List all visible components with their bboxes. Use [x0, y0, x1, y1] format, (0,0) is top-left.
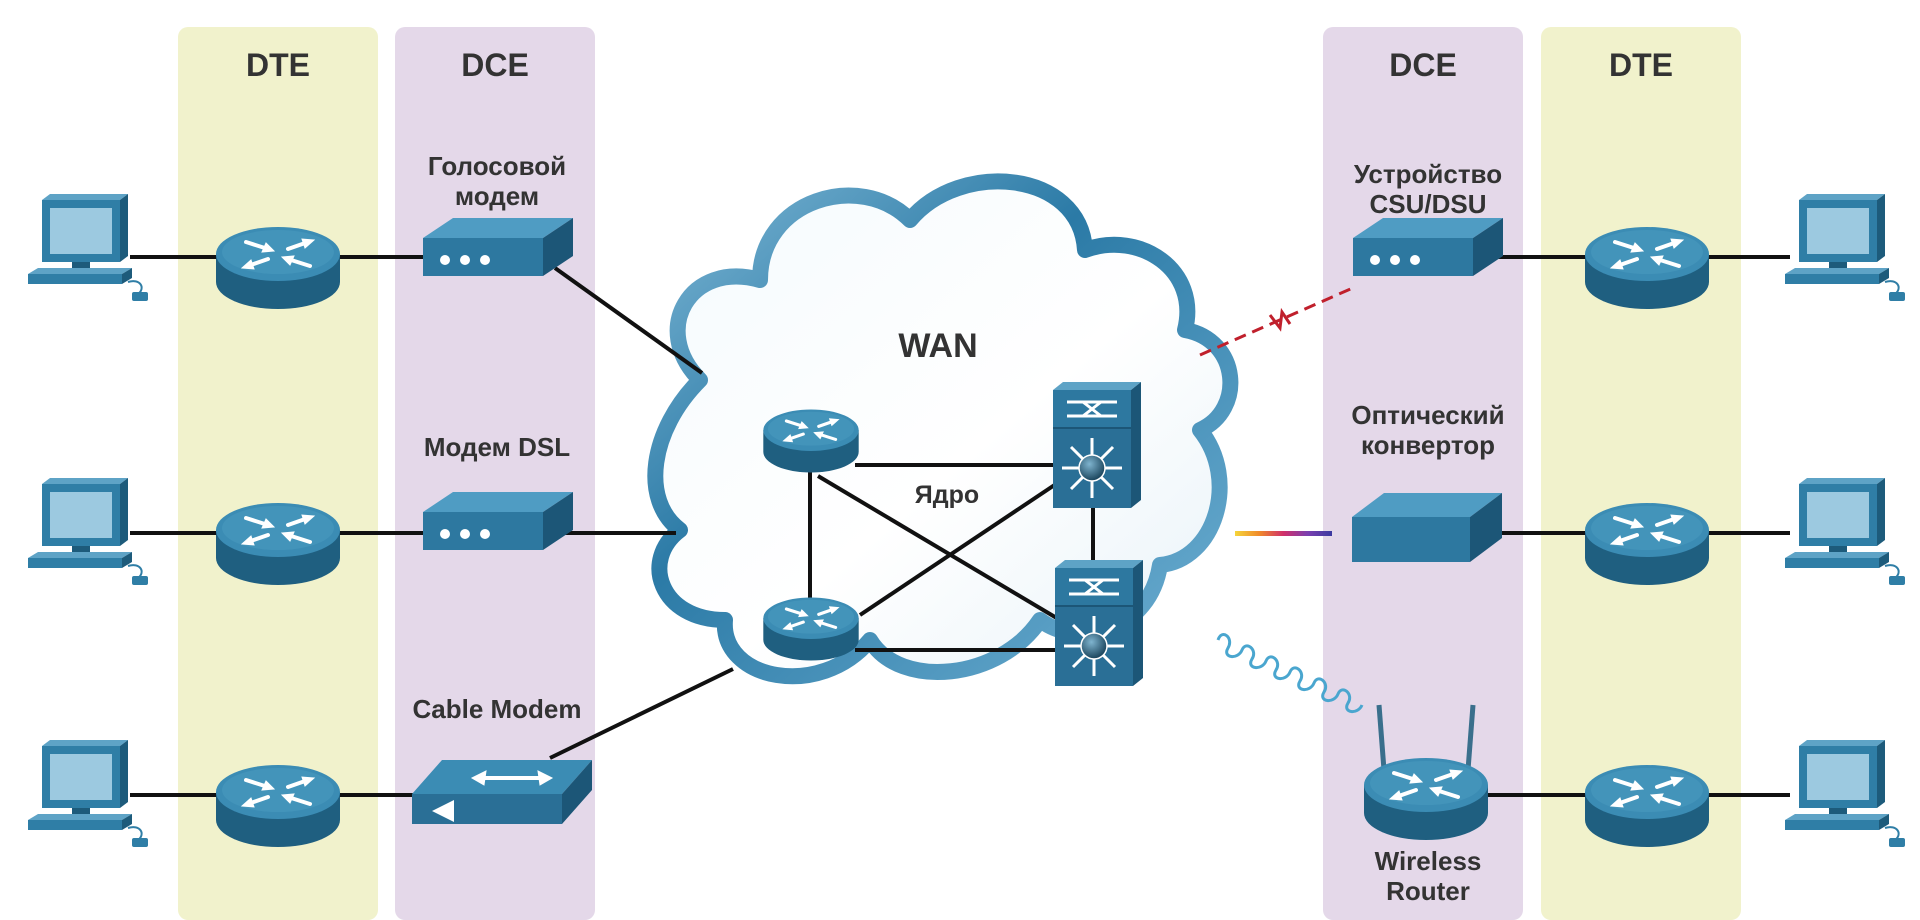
- right-dte-title: DTE: [1609, 47, 1673, 83]
- router-icon: [761, 595, 861, 663]
- computer-icon: [1784, 739, 1906, 848]
- router-icon: [761, 407, 861, 475]
- link-cable-modem-wan: [549, 667, 734, 760]
- multilayer-switch-icon: [1051, 380, 1143, 510]
- router-icon: [214, 501, 342, 587]
- csu-dsu-label-line1: Устройство: [1354, 159, 1502, 189]
- core-label: Ядро: [915, 481, 979, 509]
- computer-icon: [27, 193, 149, 302]
- modem-icon: [423, 492, 573, 550]
- wireless-link: [1216, 633, 1364, 713]
- multilayer-switch-icon: [1053, 558, 1145, 688]
- core-link-r2-s1: [858, 478, 1064, 617]
- wireless-router-label-line2: Router: [1386, 876, 1470, 906]
- connection-lines: [130, 255, 1790, 797]
- optical-label-line2: конвертор: [1361, 430, 1495, 460]
- computer-icon: [1784, 193, 1906, 302]
- voice-modem-label-line1: Голосовой: [428, 151, 566, 181]
- csu-dsu-link-break: [1268, 307, 1292, 332]
- wireless-router-label-line1: Wireless: [1375, 846, 1482, 876]
- dsl-modem-label: Модем DSL: [424, 432, 570, 462]
- optical-link: [1235, 531, 1332, 536]
- computer-icon: [1784, 477, 1906, 586]
- left-dce-title: DCE: [461, 47, 529, 83]
- cable-modem-label: Cable Modem: [412, 694, 581, 724]
- link-voice-modem-wan: [553, 266, 704, 375]
- wireless-router-icon: [1362, 704, 1490, 842]
- optical-label-line1: Оптический: [1351, 400, 1504, 430]
- wan-cloud-icon: [647, 173, 1239, 685]
- csu-dsu-label-line2: CSU/DSU: [1369, 189, 1486, 219]
- router-icon: [1583, 225, 1711, 311]
- optical-converter-icon: [1352, 493, 1502, 562]
- right-dce-title: DCE: [1389, 47, 1457, 83]
- left-dte-title: DTE: [246, 47, 310, 83]
- router-icon: [1583, 501, 1711, 587]
- router-icon: [1583, 763, 1711, 849]
- wan-title: WAN: [898, 327, 977, 365]
- router-icon: [214, 225, 342, 311]
- modem-icon: [1353, 218, 1503, 276]
- csu-dsu-link: [1199, 285, 1356, 357]
- core-link-r1-s2: [816, 474, 1062, 622]
- cable-modem-icon: [410, 758, 594, 826]
- voice-modem-label-line2: модем: [455, 181, 539, 211]
- router-icon: [214, 763, 342, 849]
- modem-icon: [423, 218, 573, 276]
